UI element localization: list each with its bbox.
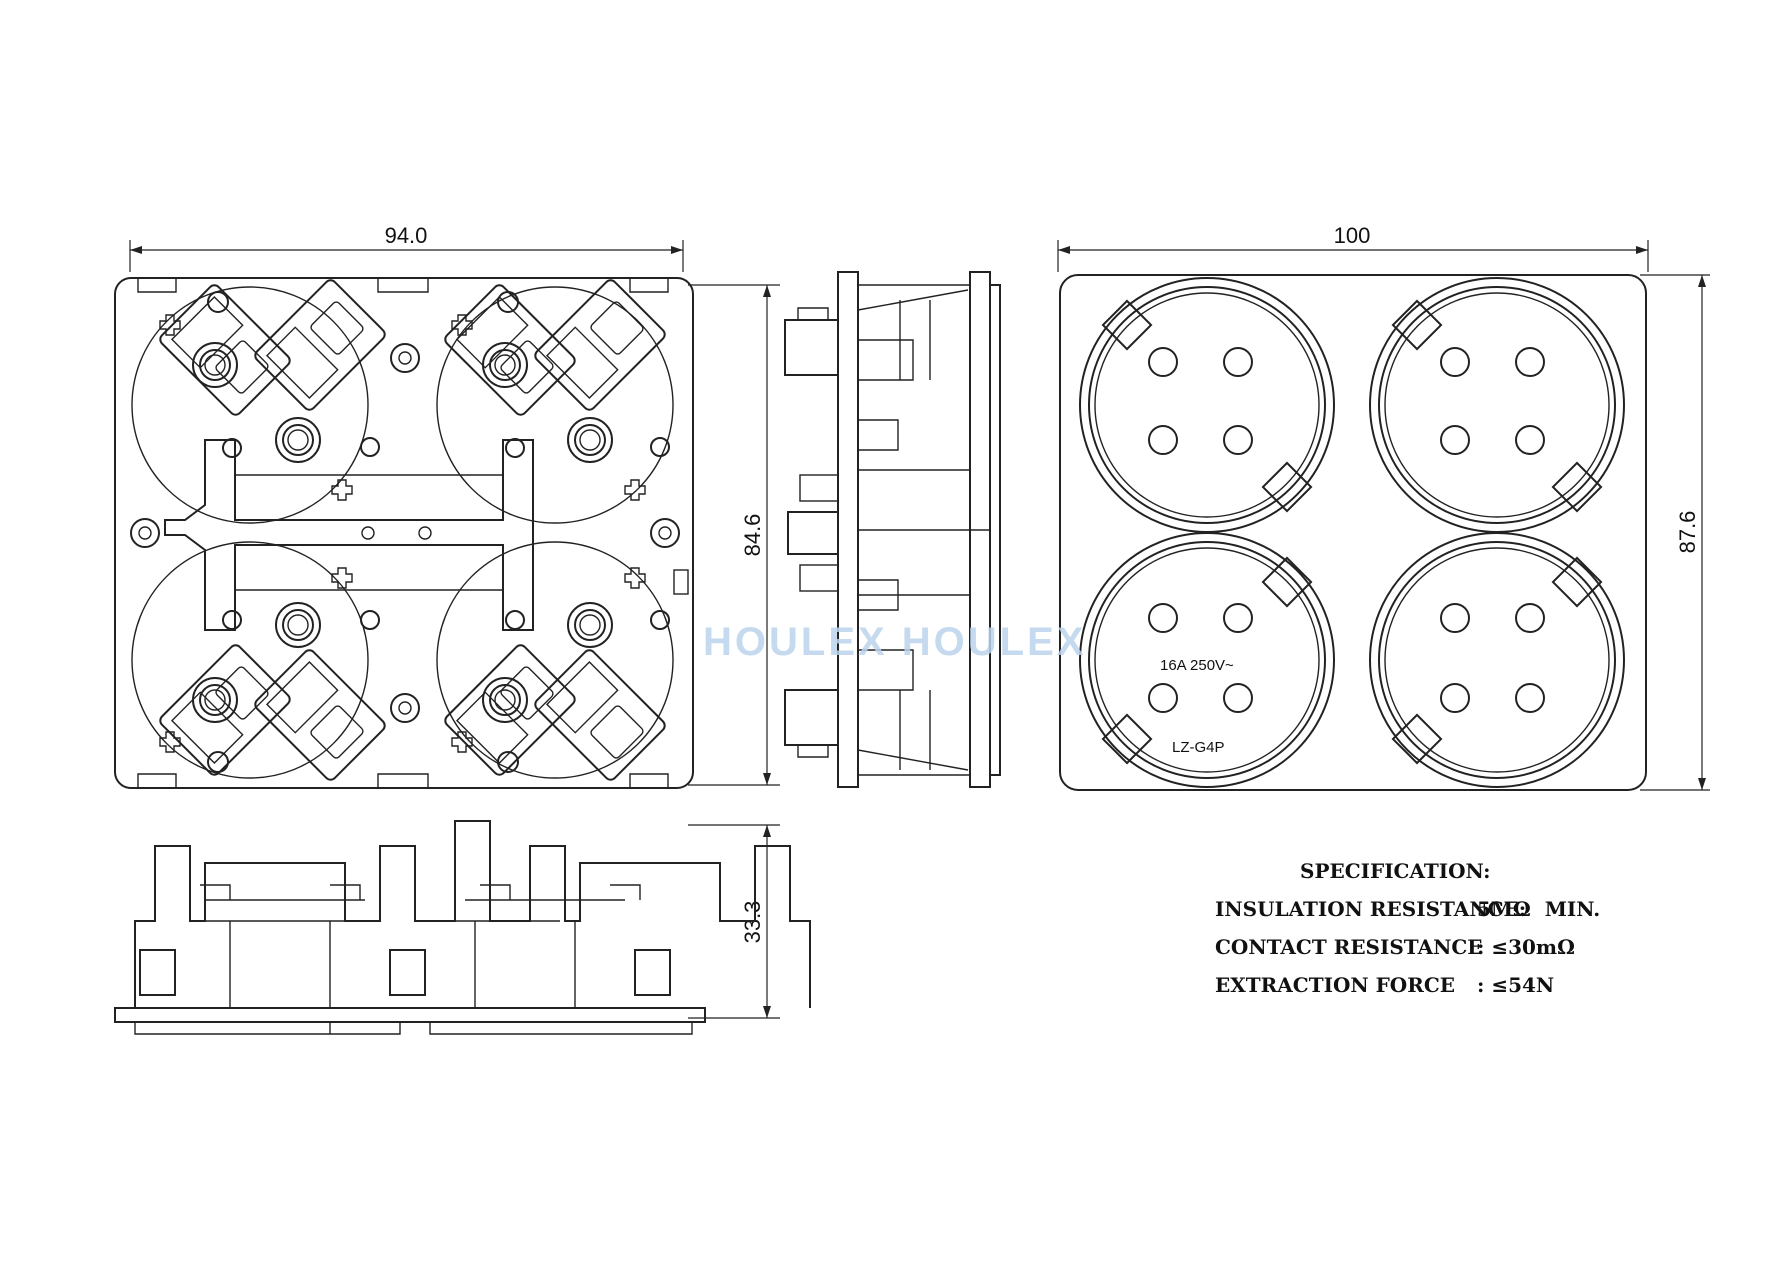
spec-value: : ≤54N [1477, 973, 1555, 997]
dim-rear-height: 87.6 [1640, 274, 1710, 791]
spec-row-extraction: EXTRACTION FORCE : ≤54N [1215, 966, 1600, 1004]
busbar [164, 439, 534, 631]
socket-rating: 16A 250V~ [1160, 657, 1234, 674]
specification-block: SPECIFICATION: INSULATION RESISTANCE: 5M… [1215, 852, 1600, 1004]
front-frame [114, 277, 694, 789]
spec-title: SPECIFICATION: [1300, 859, 1491, 883]
dim-front-width: 94.0 [129, 223, 684, 272]
socket-top-left [1079, 277, 1335, 533]
dim-bottom-depth: 33.3 [688, 824, 780, 1019]
side-view [784, 271, 1001, 788]
spec-label: CONTACT RESISTANCE [1215, 935, 1483, 959]
bottom-view: 33.3 [114, 820, 811, 1035]
dim-front-height: 84.6 [688, 284, 780, 786]
socket-model: LZ-G4P [1172, 739, 1225, 756]
dim-label-rear-width: 100 [1334, 223, 1371, 248]
spec-label: INSULATION RESISTANCE: [1215, 897, 1527, 921]
rear-view: 100 87.6 [1057, 223, 1710, 791]
socket-top-right [1369, 277, 1625, 533]
dim-label-front-width: 94.0 [385, 223, 428, 248]
spec-row-contact: CONTACT RESISTANCE : ≤30mΩ [1215, 928, 1600, 966]
spec-value: : ≤30mΩ [1477, 935, 1575, 959]
watermark: HOULEX HOULEX [703, 620, 1086, 664]
dim-label-front-height: 84.6 [740, 514, 765, 557]
front-view: 94.0 84.6 [114, 223, 780, 789]
spec-row-insulation: INSULATION RESISTANCE: 5MΩ MIN. [1215, 890, 1600, 928]
dim-rear-width: 100 [1057, 223, 1649, 272]
socket-bottom-right [1369, 532, 1625, 788]
spec-value: 5MΩ MIN. [1477, 897, 1601, 921]
spec-label: EXTRACTION FORCE [1215, 973, 1456, 997]
socket-bottom-left: 16A 250V~ LZ-G4P [1079, 532, 1335, 788]
rear-frame [1059, 274, 1647, 791]
dim-label-rear-height: 87.6 [1675, 511, 1700, 554]
